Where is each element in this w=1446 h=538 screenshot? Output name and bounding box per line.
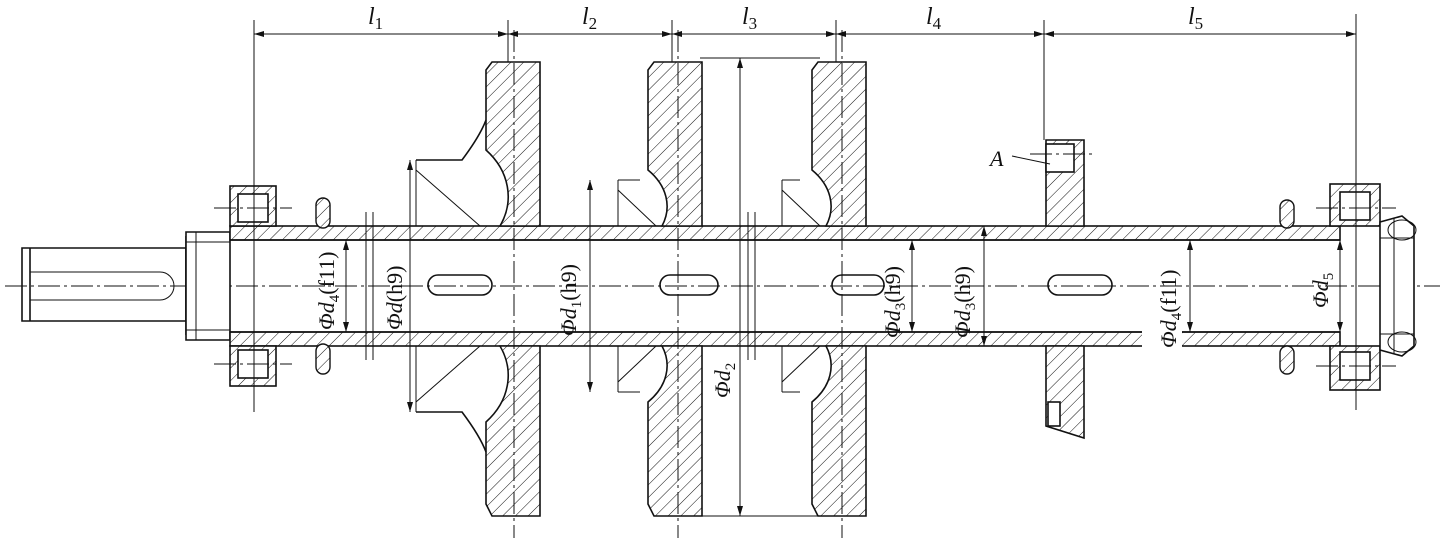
diameter-label-d: Φd(h9)	[382, 266, 407, 330]
length-label-l1: l1	[368, 4, 383, 33]
length-label-l4: l4	[926, 4, 942, 33]
callout-a-label: A	[988, 146, 1004, 171]
shaft-tube	[229, 212, 1341, 360]
diameter-label-d4-left: Φd4(f11)	[314, 252, 343, 330]
impeller-3	[781, 30, 867, 538]
diameter-label-d5: Φd5	[1308, 273, 1337, 308]
length-label-l3: l3	[742, 4, 757, 33]
left-shaft-end	[21, 231, 231, 341]
seal-rings	[315, 197, 1295, 375]
extension-lines	[253, 14, 1357, 412]
diameter-dimension-lines	[343, 57, 1343, 517]
flange-disk	[1030, 139, 1094, 440]
impeller-2	[617, 30, 703, 538]
diameter-label-d4-right: Φd4(f11)	[1156, 270, 1185, 348]
impeller-1	[415, 30, 541, 538]
end-nut	[1379, 215, 1417, 357]
right-bearing	[1316, 183, 1396, 391]
length-label-l5: l5	[1188, 4, 1203, 33]
callout-a-leader	[1011, 155, 1051, 165]
shaft-slots	[427, 274, 1113, 296]
length-label-l2: l2	[582, 4, 597, 33]
diameter-label-d3-b: Φd3(h9)	[950, 266, 979, 338]
left-bearing	[214, 185, 292, 387]
diameter-label-d3-a: Φd3(h9)	[880, 266, 909, 338]
diameter-label-d1: Φd1(h9)	[556, 264, 585, 336]
diameter-label-d2: Φd2	[710, 363, 739, 398]
